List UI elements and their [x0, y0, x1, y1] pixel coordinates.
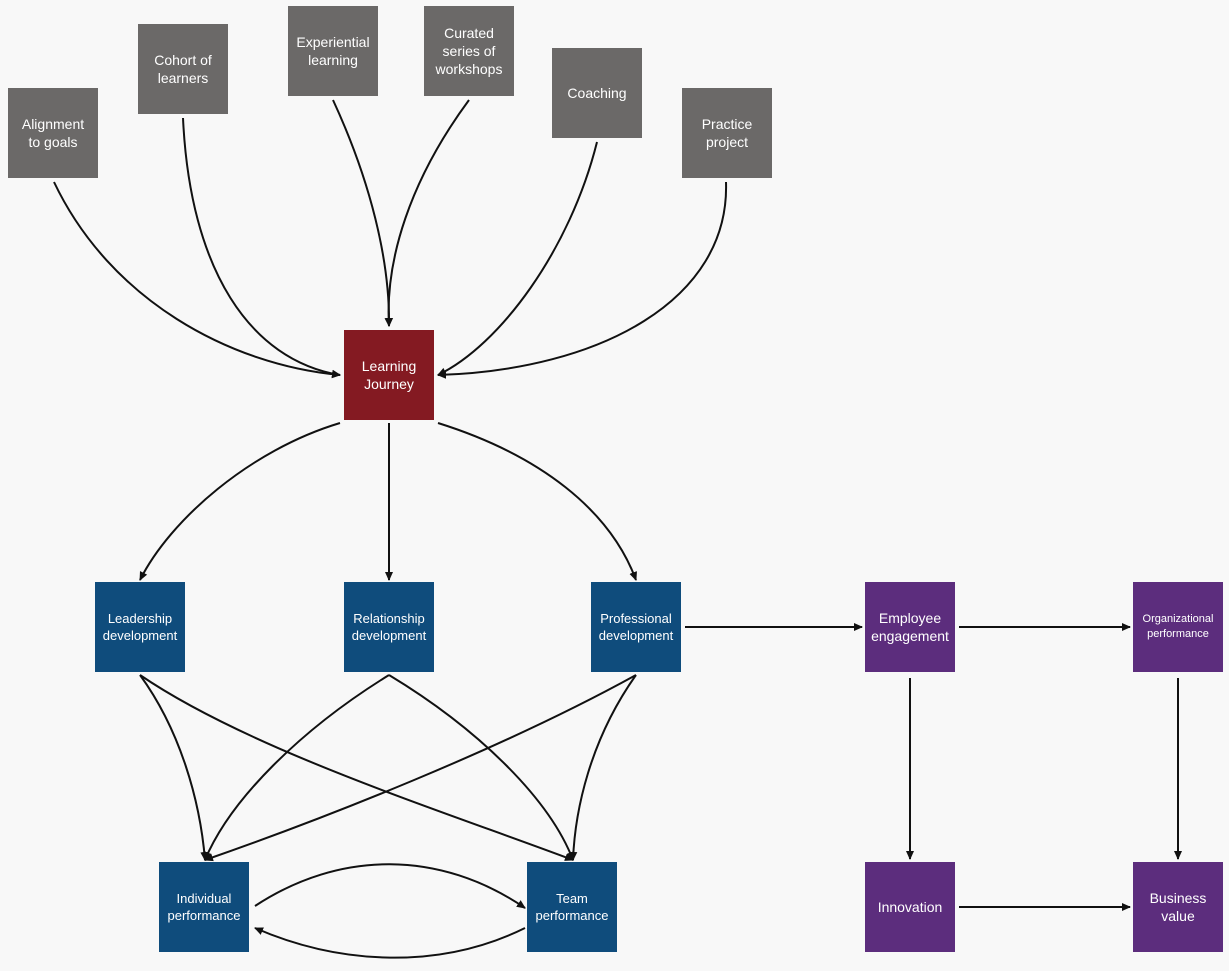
- node-label: Employee engagement: [871, 610, 949, 644]
- node-experiential-learning: Experiential learning: [288, 6, 378, 96]
- node-innovation: Innovation: [865, 862, 955, 952]
- node-leadership-development: Leadership development: [95, 582, 185, 672]
- node-individual-performance: Individual performance: [159, 862, 249, 952]
- connector-leadership-to-team: [139, 674, 574, 861]
- node-label: Alignment to goals: [21, 116, 85, 150]
- connector-curated-to-journey: [384, 99, 470, 327]
- node-label: Practice project: [701, 116, 753, 150]
- node-label: Experiential learning: [296, 34, 370, 68]
- node-label: Curated series of workshops: [435, 25, 503, 77]
- connector-professional-to-team: [569, 674, 637, 861]
- node-curated-series-of-workshops: Curated series of workshops: [424, 6, 514, 96]
- node-label: Business value: [1149, 890, 1207, 924]
- connector-relationship-to-individual: [204, 674, 390, 861]
- connector-experiential-to-journey: [332, 99, 394, 327]
- connector-relationship-to-team: [388, 674, 574, 861]
- node-label: Professional development: [598, 611, 674, 643]
- connector-journey-to-professional: [437, 422, 637, 581]
- connector-practice-to-journey: [437, 181, 728, 379]
- connector-cohort-to-journey: [182, 117, 341, 378]
- node-employee-engagement: Employee engagement: [865, 582, 955, 672]
- node-practice-project: Practice project: [682, 88, 772, 178]
- node-organizational-performance: Organizational performance: [1133, 582, 1223, 672]
- connector-team-to-individual: [254, 927, 526, 959]
- node-coaching: Coaching: [552, 48, 642, 138]
- node-label: Leadership development: [102, 611, 178, 643]
- node-team-performance: Team performance: [527, 862, 617, 952]
- node-label: Team performance: [535, 891, 609, 923]
- connector-professional-to-individual: [204, 674, 637, 862]
- connector-alignment-to-journey: [53, 181, 341, 379]
- node-learning-journey: Learning Journey: [344, 330, 434, 420]
- node-label: Coaching: [567, 85, 627, 101]
- node-relationship-development: Relationship development: [344, 582, 434, 672]
- connector-leadership-to-individual: [139, 674, 209, 861]
- node-cohort-of-learners: Cohort of learners: [138, 24, 228, 114]
- node-label: Relationship development: [351, 611, 427, 643]
- node-business-value: Business value: [1133, 862, 1223, 952]
- connector-coaching-to-journey: [437, 141, 598, 376]
- node-alignment-to-goals: Alignment to goals: [8, 88, 98, 178]
- connector-individual-to-team: [254, 863, 526, 909]
- node-label: Individual performance: [167, 891, 241, 923]
- node-professional-development: Professional development: [591, 582, 681, 672]
- node-label: Learning Journey: [361, 358, 417, 392]
- node-label: Organizational performance: [1142, 613, 1214, 640]
- node-label: Cohort of learners: [154, 52, 212, 86]
- node-label: Innovation: [877, 899, 943, 915]
- connector-journey-to-leadership: [139, 422, 341, 581]
